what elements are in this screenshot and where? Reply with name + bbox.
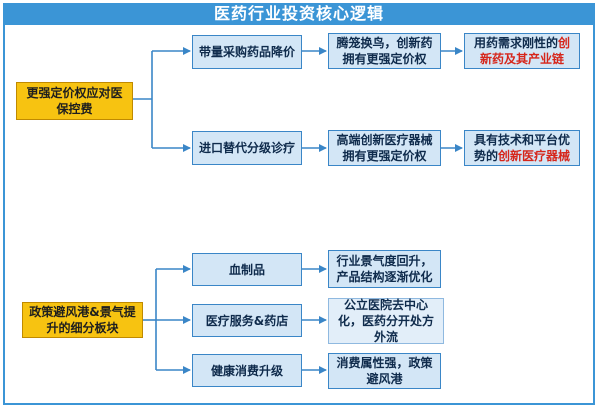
node-health-consumption: 健康消费升级 (192, 354, 302, 387)
result-1-text: 用药需求刚性的 (473, 36, 558, 50)
node-blood-products: 血制品 (192, 253, 302, 286)
result-medical-services: 公立医院去中心化，医药分开处方外流 (328, 298, 444, 344)
result-blood-products: 行业景气度回升，产品结构逐渐优化 (328, 250, 441, 288)
node-volume-procurement: 带量采购药品降价 (192, 35, 302, 69)
node-innovative-drug-pricing: 腾笼换鸟，创新药拥有更强定价权 (328, 33, 441, 69)
node-import-substitution: 进口替代分级诊疗 (192, 131, 302, 165)
node-device-pricing: 高端创新医疗器械拥有更强定价权 (328, 130, 441, 166)
result-2-highlight: 创新医疗器械 (498, 149, 571, 163)
diagram-frame (3, 3, 595, 405)
node-medical-services-pharmacy: 医疗服务&药店 (192, 304, 302, 337)
root-node-pricing-power: 更强定价权应对医保控费 (16, 82, 133, 120)
diagram-title: 医药行业投资核心逻辑 (3, 3, 595, 25)
result-innovative-devices: 具有技术和平台优势的创新医疗器械 (464, 130, 580, 166)
result-innovative-drug-chain: 用药需求刚性的创新药及其产业链 (464, 33, 580, 69)
result-2-text: 具有技术和平台优势的 (473, 133, 570, 163)
result-health-consumption: 消费属性强，政策避风港 (328, 353, 441, 389)
root-node-policy-haven: 政策避风港&景气提升的细分板块 (22, 302, 143, 338)
result-1-highlight: 创新药及其产业链 (479, 36, 571, 66)
